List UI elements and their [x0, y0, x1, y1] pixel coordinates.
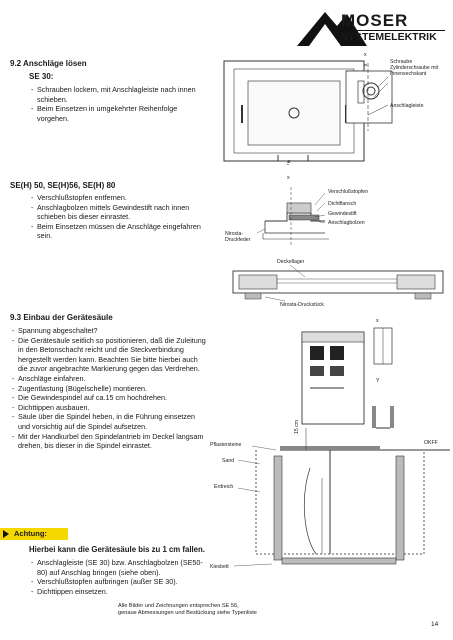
- list-item: Schrauben lockern, mit Anschlagleiste na…: [31, 85, 206, 104]
- seh-heading: SE(H) 50, SE(H)56, SE(H) 80: [10, 181, 116, 190]
- einbau-steps-2: Anschlagleiste (SE 30) bzw. Anschlagbolz…: [31, 558, 211, 596]
- label-x-top: x: [364, 52, 367, 58]
- list-item: Anschlagbolzen mittels Gewindestift nach…: [31, 203, 206, 222]
- label-deckellager: Deckellager: [277, 259, 305, 265]
- logo-line2: SYSTEMELEKTRIK: [341, 30, 445, 43]
- footer-line1: Alle Bilder und Zeichnungen entsprechen …: [118, 603, 239, 609]
- label-sand: Sand: [222, 458, 235, 464]
- label-y-fig3: Y: [376, 378, 380, 384]
- label-schraube: Schraube: [390, 59, 413, 65]
- logo-line1: MOSER: [341, 11, 409, 30]
- label-gewindestift: Gewindestift: [328, 211, 357, 217]
- list-item: Säule über die Spindel heben, in die Füh…: [12, 412, 208, 431]
- seh-steps: Verschlußstopfen entfernen. Anschlagbolz…: [31, 193, 206, 241]
- label-x-bottom: x: [288, 159, 291, 165]
- label-anschlagleiste: Anschlagleiste: [390, 103, 424, 109]
- achtung-text: Hierbei kann die Gerätesäule bis zu 1 cm…: [29, 545, 205, 554]
- list-item: Verschlußstopfen aufbringen (außer SE 30…: [31, 577, 211, 587]
- page-number: 14: [431, 621, 439, 628]
- label-nirosta-druckstueck: Nirosta-Druckstück: [280, 302, 324, 308]
- achtung-label: Achtung:: [14, 529, 47, 538]
- logo-mountain-icon: [297, 12, 367, 46]
- section-9-3-heading: 9.3 Einbau der Gerätesäule: [10, 313, 113, 322]
- label-erdreich: Erdreich: [214, 484, 234, 490]
- se30-steps: Schrauben lockern, mit Anschlagleiste na…: [31, 85, 206, 123]
- list-item: Anschlagleiste (SE 30) bzw. Anschlagbolz…: [31, 558, 211, 577]
- figure-seh-cross-section: x Verschlußstopfen Dichtflansch Gewindes…: [225, 175, 450, 315]
- label-nirosta-druckfeder: Nirosta-Druckfeder: [225, 231, 251, 244]
- list-item: Dichttippen einsetzen.: [31, 587, 211, 597]
- list-item: Spannung abgeschaltet?: [12, 326, 208, 336]
- list-item: Beim Einsetzen in umgekehrter Reihenfolg…: [31, 104, 206, 123]
- label-kiesbett: Kiesbett: [210, 564, 229, 570]
- figure-installation: x Y OKFF Pflastersteine Sand Erdreich Ki…: [210, 318, 450, 580]
- label-anschlagbolzen: Anschlagbolzen: [328, 220, 365, 226]
- list-item: Beim Einsetzen müssen die Anschläge eing…: [31, 222, 206, 241]
- footer: Alle Bilder und Zeichnungen entsprechen …: [118, 603, 448, 617]
- warning-arrow-icon: [3, 530, 9, 538]
- list-item: Mit der Handkurbel den Spindelantrieb im…: [12, 432, 208, 451]
- achtung-badge: Achtung:: [0, 528, 68, 540]
- label-x-fig3: x: [376, 318, 379, 324]
- label-dichtflansch: Dichtflansch: [328, 201, 357, 207]
- list-item: Die Gerätesäule seitlich so positioniere…: [12, 336, 208, 374]
- list-item: Anschläge einfahren.: [12, 374, 208, 384]
- footer-line2: genaue Abmessungen und Bestückung siehe …: [118, 610, 257, 616]
- section-9-2-heading: 9.2 Anschläge lösen: [10, 59, 87, 68]
- label-zylinderschraube: Zylinderschraube mit Innensechskant: [390, 65, 439, 78]
- list-item: Zugentlastung (Bügelschelle) montieren.: [12, 384, 208, 394]
- label-dimension: 15 cm: [294, 419, 300, 434]
- label-okff: OKFF: [424, 440, 438, 446]
- list-item: Dichttippen ausbauen.: [12, 403, 208, 413]
- logo: MOSER SYSTEMELEKTRIK: [297, 4, 447, 52]
- einbau-steps: Spannung abgeschaltet? Die Gerätesäule s…: [12, 326, 208, 451]
- label-pflastersteine: Pflastersteine: [210, 442, 242, 448]
- logo-text: MOSER SYSTEMELEKTRIK: [341, 12, 445, 43]
- label-verschlussstopfen: Verschlußstopfen: [328, 189, 369, 195]
- figure-se30-top-view: x x Schraube Zylinderschraube mit Innens…: [218, 52, 448, 170]
- list-item: Verschlußstopfen entfernen.: [31, 193, 206, 203]
- label-x-seh: x: [287, 175, 290, 181]
- list-item: Die Gewindespindel auf ca.15 cm hochdreh…: [12, 393, 208, 403]
- se30-subheading: SE 30:: [29, 72, 54, 81]
